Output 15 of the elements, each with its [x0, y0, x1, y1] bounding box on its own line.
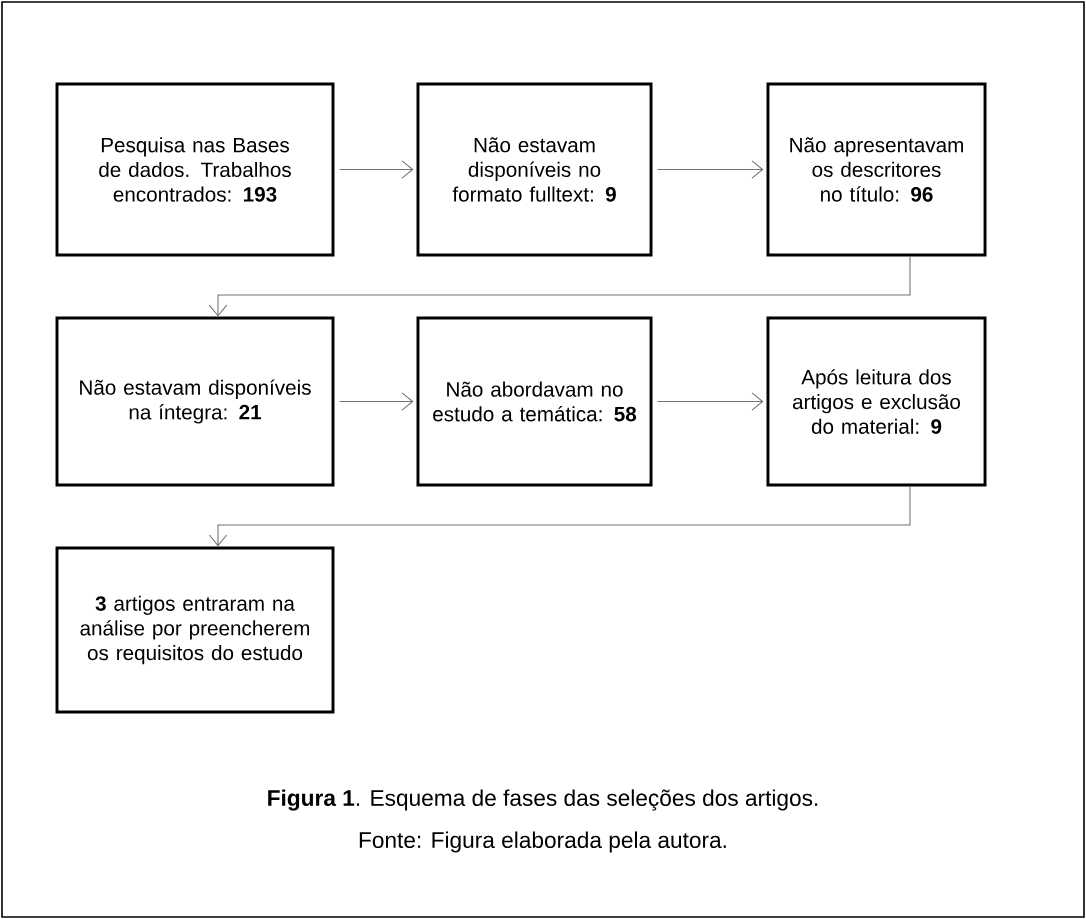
arrow: [338, 392, 414, 411]
process-box: Não estavam disponíveis na íntegra: 21: [55, 316, 335, 487]
arrow: [656, 392, 764, 411]
figure-caption: Figura 1. Esquema de fases das seleções dos artigos.: [268, 789, 818, 811]
arrow: [208, 255, 911, 317]
arrow: [656, 160, 764, 179]
process-box: Não abordavam no estudo a temática: 58: [416, 316, 653, 487]
process-box: Após leitura dos artigos e exclusão do material: 9: [766, 316, 987, 487]
source-note: Fonte: Figura elaborada pela autora.: [359, 831, 726, 853]
process-box: 3 artigos entraram na análise por preencherem os requisitos do estudo: [55, 546, 335, 714]
arrow: [338, 160, 414, 179]
arrow: [208, 485, 911, 547]
process-box: Não estavam disponíveis no formato fulltext: 9: [416, 82, 653, 257]
process-box: Não apresentavam os descritores no título: 96: [766, 82, 987, 257]
process-box: Pesquisa nas Bases de dados. Trabalhos encontrados: 193: [55, 82, 335, 257]
